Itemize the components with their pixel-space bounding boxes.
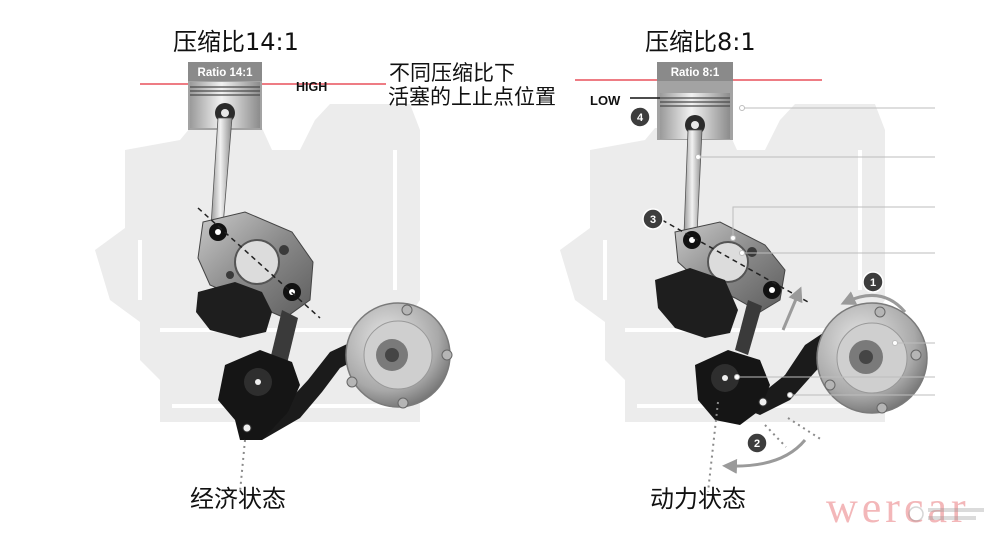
rotation-arrow-actuator <box>722 439 807 474</box>
callout-4-number: 4 <box>637 112 644 124</box>
callout-1: 1 <box>862 271 884 293</box>
callout-1-number: 1 <box>870 277 876 289</box>
caption-line-1: 不同压缩比下 <box>389 61 515 85</box>
caption-line-2: 活塞的上止点位置 <box>388 85 556 109</box>
actuator-right <box>695 350 770 425</box>
tdc-label-low: LOW <box>590 93 621 108</box>
electric-motor-left <box>345 302 453 409</box>
title-low-ratio: 压缩比8:1 <box>645 28 756 56</box>
motion-arrows <box>722 286 907 474</box>
counterweight-left <box>196 282 272 338</box>
electric-motor-right <box>816 302 928 414</box>
lift-arrow-lever <box>781 286 803 331</box>
dotted-guides-right <box>707 401 823 493</box>
piston-label-low: Ratio 8:1 <box>671 67 720 79</box>
piston-left: Ratio 14:1 <box>188 62 262 130</box>
callout-3: 3 <box>642 208 664 230</box>
pivot-bolt-center <box>769 287 775 293</box>
title-high-ratio: 压缩比14:1 <box>173 28 299 56</box>
rotation-arrow-motor <box>840 291 907 313</box>
state-label-power: 动力状态 <box>650 485 746 513</box>
piston-right: Ratio 8:1 <box>657 62 733 140</box>
callout-3-number: 3 <box>650 214 656 226</box>
tdc-label-high: HIGH <box>296 80 327 94</box>
callout-4: 4 <box>629 106 651 128</box>
piston-label-high: Ratio 14:1 <box>198 67 254 79</box>
dotted-guide-left <box>239 439 246 493</box>
callout-2-number: 2 <box>754 438 760 450</box>
watermark-text: wercar <box>826 483 970 532</box>
pivot-bolt-center <box>215 229 221 235</box>
callout-2: 2 <box>746 432 768 454</box>
lever-axis-dashed-left <box>197 207 321 319</box>
actuator-left <box>218 350 300 440</box>
counterweight-right <box>655 268 738 338</box>
leader-lines <box>695 105 935 398</box>
logo-watermark <box>908 506 984 522</box>
lever-axis-dashed-right <box>661 219 809 303</box>
state-label-economy: 经济状态 <box>190 485 286 513</box>
control-link-right <box>735 300 762 355</box>
